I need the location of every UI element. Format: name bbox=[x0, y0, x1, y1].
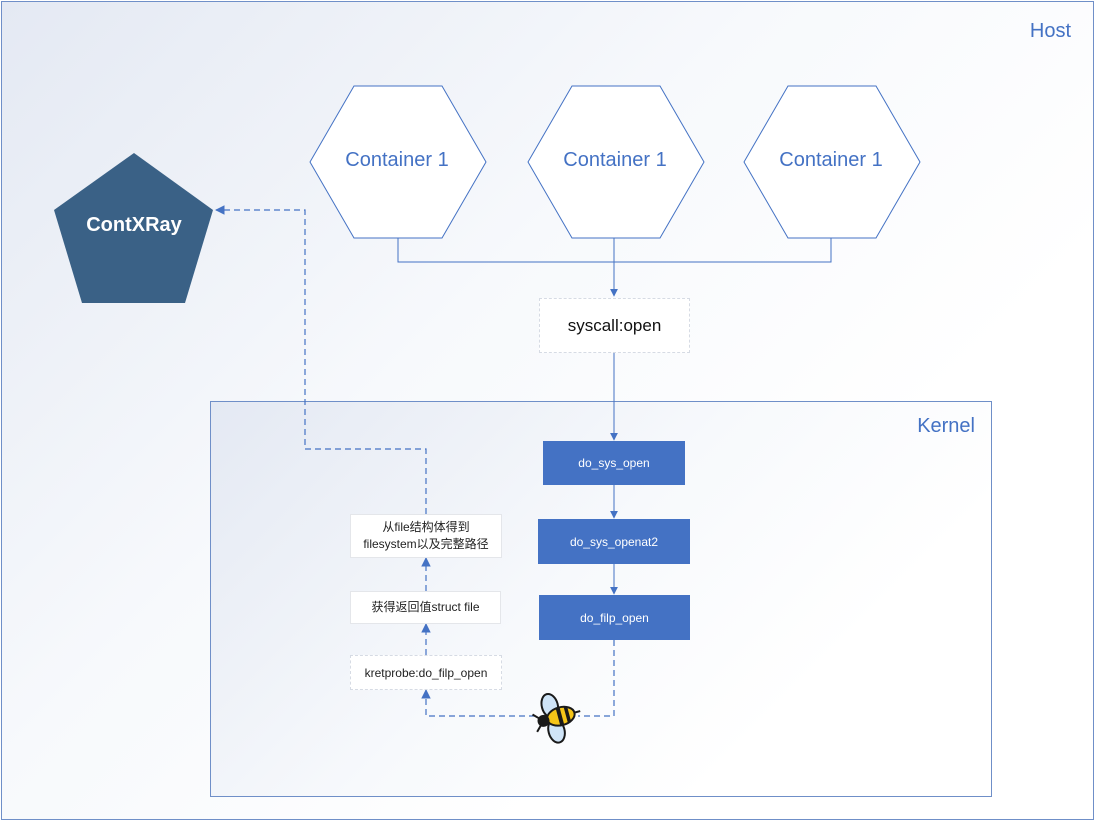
do-filp-open-label: do_filp_open bbox=[580, 610, 649, 625]
container-label-2: Container 1 bbox=[563, 149, 667, 171]
kretprobe-label: kretprobe:do_filp_open bbox=[364, 665, 488, 680]
filp-open-to-probe-dashed-line bbox=[578, 640, 615, 717]
do-sys-open-node: do_sys_open bbox=[543, 441, 685, 485]
get-path-label-line1: 从file结构体得到 bbox=[382, 519, 470, 534]
syscall-open-label: syscall:open bbox=[567, 315, 662, 335]
container-label-3: Container 1 bbox=[779, 149, 883, 171]
container-label-1: Container 1 bbox=[345, 149, 449, 171]
do-sys-open-label: do_sys_open bbox=[578, 456, 650, 470]
contxray-pentagon bbox=[54, 153, 213, 303]
probe-to-kretprobe-dashed-arrow bbox=[421, 689, 535, 717]
kretprobe-node: kretprobe:do_filp_open bbox=[350, 655, 502, 690]
get-return-value-label: 获得返回值struct file bbox=[371, 599, 480, 614]
get-path-node: 从file结构体得到 filesystem以及完整路径 bbox=[350, 514, 502, 558]
do-filp-open-node: do_filp_open bbox=[539, 595, 690, 640]
do-sys-openat2-label: do_sys_openat2 bbox=[569, 534, 659, 549]
get-return-value-node: 获得返回值struct file bbox=[350, 591, 501, 624]
do-sys-openat2-node: do_sys_openat2 bbox=[538, 519, 690, 564]
bee-icon bbox=[531, 692, 581, 744]
syscall-open-node: syscall:open bbox=[539, 298, 690, 353]
contxray-label: ContXRay bbox=[86, 214, 182, 236]
get-path-label-line2: filesystem以及完整路径 bbox=[363, 537, 489, 551]
kernel-label: Kernel bbox=[917, 415, 975, 437]
container-hexagon-2 bbox=[527, 85, 705, 239]
host-label: Host bbox=[1029, 20, 1071, 42]
container-hexagon-3 bbox=[743, 85, 921, 239]
container-hexagon-1 bbox=[309, 85, 487, 239]
path-to-contxray-dashed-arrow bbox=[215, 205, 427, 514]
